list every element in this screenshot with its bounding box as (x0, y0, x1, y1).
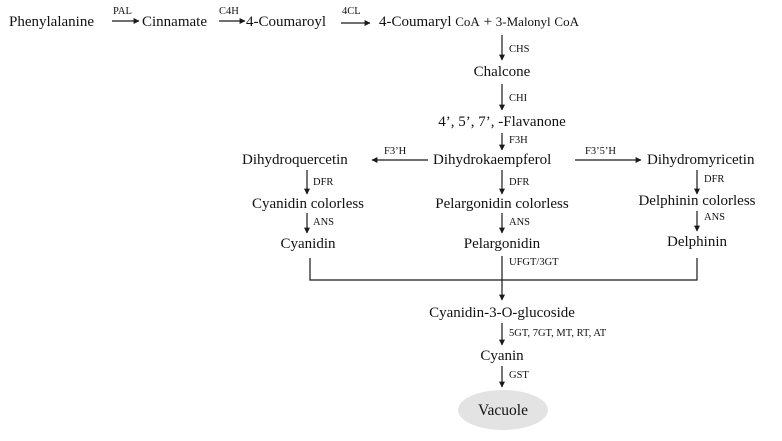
coa-label-1: CoA (455, 14, 480, 29)
dihydromyricetin-label: Dihydromyricetin (647, 152, 755, 168)
phenylalanine-label: Phenylalanine (9, 14, 94, 30)
chi-enzyme-label: CHI (509, 93, 528, 104)
pal-enzyme-label: PAL (113, 6, 132, 17)
f35h-enzyme-label: F3’5’H (585, 146, 616, 157)
coumaryl-coa-label: 4-Coumaryl CoA + 3-Malonyl CoA (379, 14, 580, 30)
coa-label-2: CoA (554, 14, 579, 29)
ans-enzyme-label-right: ANS (704, 212, 725, 223)
plus-sign: + (484, 14, 492, 30)
pelargonidin-colorless-label: Pelargonidin colorless (435, 196, 569, 212)
cyanidin-label: Cyanidin (281, 236, 336, 252)
coumaroyl-label: 4-Coumaroyl (246, 14, 326, 30)
dfr-enzyme-label-left: DFR (313, 177, 333, 188)
ans-enzyme-label-left: ANS (313, 217, 334, 228)
delphinin-label: Delphinin (667, 234, 727, 250)
c4h-enzyme-label: C4H (219, 6, 239, 17)
4cl-enzyme-label: 4CL (342, 6, 361, 17)
pelargonidin-label: Pelargonidin (464, 236, 541, 252)
flavanone-label: 4’, 5’, 7’, -Flavanone (438, 114, 566, 130)
dfr-enzyme-label-center: DFR (509, 177, 529, 188)
coumaryl-label: 4-Coumaryl (379, 14, 452, 30)
delphinin-colorless-label: Delphinin colorless (638, 193, 755, 209)
chs-enzyme-label: CHS (509, 44, 530, 55)
chalcone-label: Chalcone (474, 64, 531, 80)
modification-enzymes-label: 5GT, 7GT, MT, RT, AT (509, 328, 607, 339)
dihydrokaempferol-label: Dihydrokaempferol (433, 152, 551, 168)
vacuole-label: Vacuole (478, 402, 528, 419)
ufgt-enzyme-label: UFGT/3GT (509, 257, 559, 268)
cinnamate-label: Cinnamate (142, 14, 207, 30)
malonyl-label: 3-Malonyl (496, 14, 551, 29)
cyanidin-colorless-label: Cyanidin colorless (252, 196, 364, 212)
cyanin-label: Cyanin (480, 348, 524, 364)
ans-enzyme-label-center: ANS (509, 217, 530, 228)
vacuole-ellipse (458, 390, 548, 430)
f3h-enzyme-label: F3H (509, 135, 528, 146)
f3prime-h-enzyme-label: F3’H (384, 146, 407, 157)
gst-enzyme-label: GST (509, 370, 529, 381)
dihydroquercetin-label: Dihydroquercetin (242, 152, 348, 168)
convergence-bracket (309, 258, 698, 281)
cyanidin-3-o-glucoside-label: Cyanidin-3-O-glucoside (429, 305, 575, 321)
dfr-enzyme-label-right: DFR (704, 174, 724, 185)
